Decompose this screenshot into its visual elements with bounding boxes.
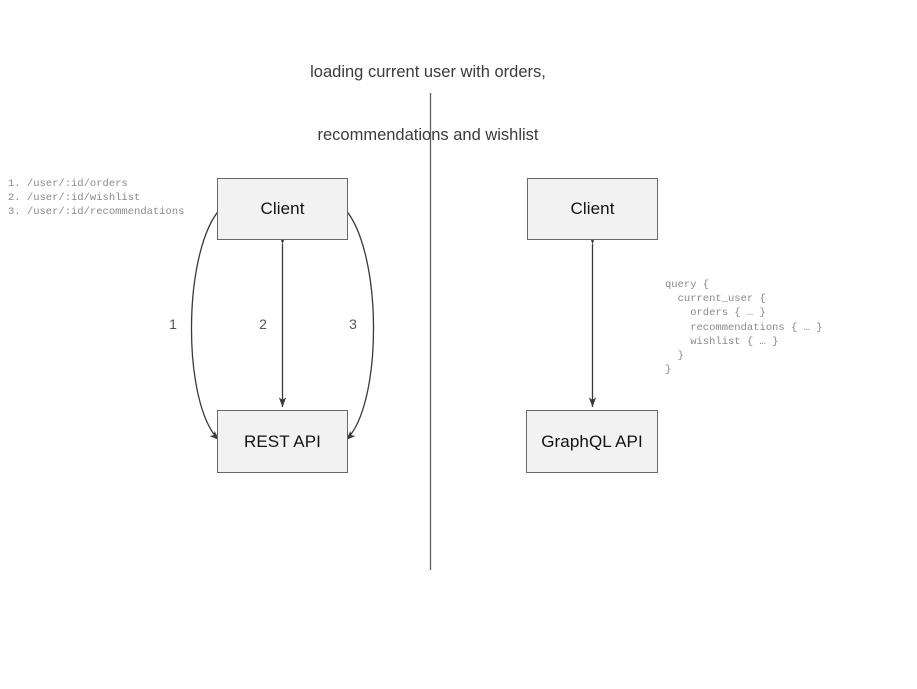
node-graphql-api[interactable]: GraphQL API bbox=[526, 410, 658, 473]
node-graphql-client-label: Client bbox=[570, 199, 615, 218]
node-rest-api-label: REST API bbox=[243, 431, 322, 451]
title-line-1: loading current user with orders, bbox=[310, 63, 546, 81]
node-rest-api[interactable]: REST API bbox=[217, 410, 348, 473]
graphql-query-snippet: query { current_user { orders { … } reco… bbox=[665, 279, 823, 377]
rest-endpoint-list: 1. /user/:id/orders 2. /user/:id/wishlis… bbox=[8, 178, 185, 219]
rest-edge-label-3: 3 bbox=[349, 316, 357, 332]
rest-edge-1-curve bbox=[190, 198, 231, 441]
node-graphql-client[interactable]: Client bbox=[527, 178, 658, 240]
rest-edge-label-2: 2 bbox=[259, 316, 267, 332]
rest-edge-label-1: 1 bbox=[169, 316, 177, 332]
node-graphql-api-label: GraphQL API bbox=[541, 431, 643, 451]
page-title: loading current user with orders, recomm… bbox=[228, 20, 628, 188]
node-rest-client-label: Client bbox=[260, 199, 305, 218]
title-line-2: recommendations and wishlist bbox=[317, 126, 539, 144]
node-rest-client[interactable]: Client bbox=[217, 178, 348, 240]
